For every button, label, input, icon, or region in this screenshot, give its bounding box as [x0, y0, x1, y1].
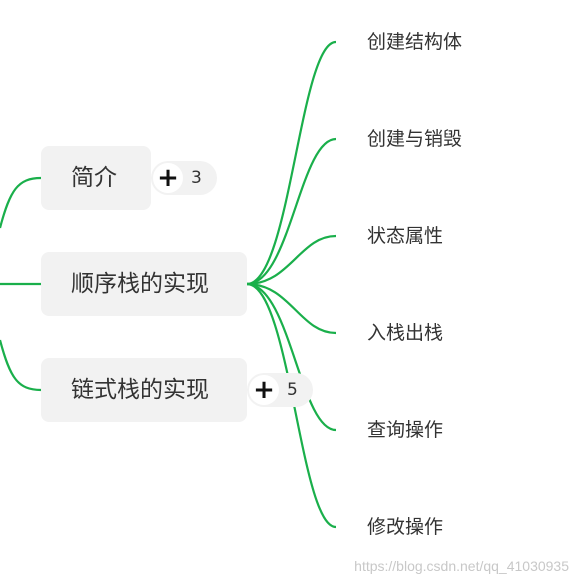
child-node-1[interactable]: 创建结构体 — [367, 30, 462, 54]
connector-child-5 — [246, 282, 337, 432]
plus-icon: + — [153, 163, 183, 193]
collapsed-count: 5 — [287, 380, 298, 400]
child-node-label: 入栈出栈 — [367, 322, 444, 344]
child-node-label: 状态属性 — [367, 225, 444, 247]
watermark-text: https://blog.csdn.net/qq_41030935 — [354, 558, 569, 574]
child-node-label: 修改操作 — [367, 516, 444, 538]
node-intro[interactable]: 简介 — [41, 146, 151, 210]
node-sequential-stack[interactable]: 顺序栈的实现 — [41, 252, 247, 316]
child-node-label: 创建与销毁 — [367, 128, 463, 150]
node-linked-stack[interactable]: 链式栈的实现 — [41, 358, 247, 422]
expand-intro-button[interactable]: + 3 — [151, 161, 217, 195]
child-node-4[interactable]: 入栈出栈 — [367, 321, 443, 345]
connector-child-4 — [246, 282, 337, 335]
connector-child-1 — [246, 40, 337, 286]
connector-parent-intro — [0, 176, 42, 229]
child-node-3[interactable]: 状态属性 — [367, 224, 443, 248]
connector-child-3 — [246, 234, 337, 286]
child-node-label: 查询操作 — [367, 419, 444, 441]
node-linked-stack-label: 链式栈的实现 — [71, 377, 209, 403]
node-intro-label: 简介 — [71, 165, 117, 191]
connector-parent-linked — [0, 339, 42, 392]
child-node-label: 创建结构体 — [367, 31, 463, 53]
node-sequential-stack-label: 顺序栈的实现 — [71, 271, 209, 297]
child-node-6[interactable]: 修改操作 — [367, 515, 443, 539]
child-node-5[interactable]: 查询操作 — [367, 418, 443, 442]
connector-child-2 — [246, 137, 337, 286]
collapsed-count: 3 — [191, 168, 202, 188]
child-node-2[interactable]: 创建与销毁 — [367, 127, 462, 151]
expand-linked-button[interactable]: + 5 — [247, 373, 313, 407]
plus-icon: + — [249, 375, 279, 405]
